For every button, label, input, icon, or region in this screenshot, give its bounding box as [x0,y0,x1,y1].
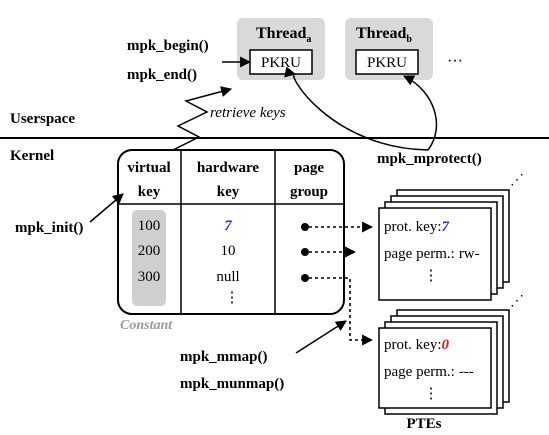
page-group-dot [301,223,309,231]
key-table-frame [117,149,345,315]
constant-label: Constant [120,318,173,333]
retrieve-keys-label: retrieve keys [210,105,286,121]
thread-b-name: Threadb [356,25,412,45]
pte-upper-key-line: prot. key:7 [384,219,450,235]
mpk-end-label: mpk_end() [127,67,197,83]
hardware-key-cell: null [216,269,239,285]
header-hardware-key-line1: hardware [197,160,260,176]
init-to-table-arrow [89,193,124,223]
mpk-mprotect-label: mpk_mprotect() [377,151,482,167]
page-group-dot [301,248,309,256]
pte-stack-lower-more: ⋰ [510,294,524,309]
mpk-mmap-label: mpk_mmap() [180,349,268,365]
header-hardware-key-line2: key [217,184,240,200]
mprotect-to-pkru-a-arrow [284,66,429,151]
header-virtual-key-line2: key [138,184,161,200]
mpk-munmap-label: mpk_munmap() [180,376,284,392]
pte-stack-upper: prot. key:7 page perm.:rw- ⋮ [378,189,510,301]
hardware-key-more: ⋮ [225,290,240,306]
pte-lower-key-line: prot. key:0 [384,337,450,353]
pte-upper-perm-line: page perm.:rw- [384,246,480,262]
mpk-begin-label: mpk_begin() [127,38,209,54]
hardware-key-cell: 10 [221,243,236,259]
thread-a-pkru-box [249,49,313,75]
pte-stack-upper-more: ⋰ [510,173,524,188]
pte-lower-more: ⋮ [424,386,439,402]
virtual-key-cell: 200 [138,243,161,259]
mprotect-to-pkru-b-arrow [403,75,438,151]
virtual-key-cell: 100 [138,218,161,234]
mmap-to-table-arrow [295,320,347,354]
header-page-group-line1: page [294,160,324,176]
header-virtual-key-line1: virtual [127,160,170,176]
thread-b-pkru: PKRU [367,55,407,71]
ptes-label: PTEs [406,416,441,432]
pte-card-upper [378,207,492,301]
pte-card-lower [378,327,492,409]
constant-column-shade [132,210,166,306]
pte-upper-more: ⋮ [424,268,439,284]
pte-lower-perm-line: page perm.:--- [384,364,474,380]
group-to-pte2-pointer [309,277,374,346]
pte-stack-lower: prot. key:0 page perm.:--- ⋮ [378,309,510,415]
virtual-key-cell: 300 [138,269,161,285]
threads-more-ellipsis: ··· [447,53,463,70]
thread-b: Threadb PKRU [345,18,433,80]
thread-a-name: Threada [256,25,311,45]
userspace-label: Userspace [10,111,75,127]
kernel-label: Kernel [10,148,54,164]
header-page-group-line2: group [290,184,328,200]
mpk-init-label: mpk_init() [15,220,83,236]
hardware-key-cell: 7 [224,218,232,234]
thread-a: Threada PKRU [237,18,325,80]
thread-a-pkru: PKRU [261,55,301,71]
key-table: virtual key hardware key page group 100 … [117,149,345,315]
thread-b-pkru-box [355,49,419,75]
page-group-dot [301,274,309,282]
